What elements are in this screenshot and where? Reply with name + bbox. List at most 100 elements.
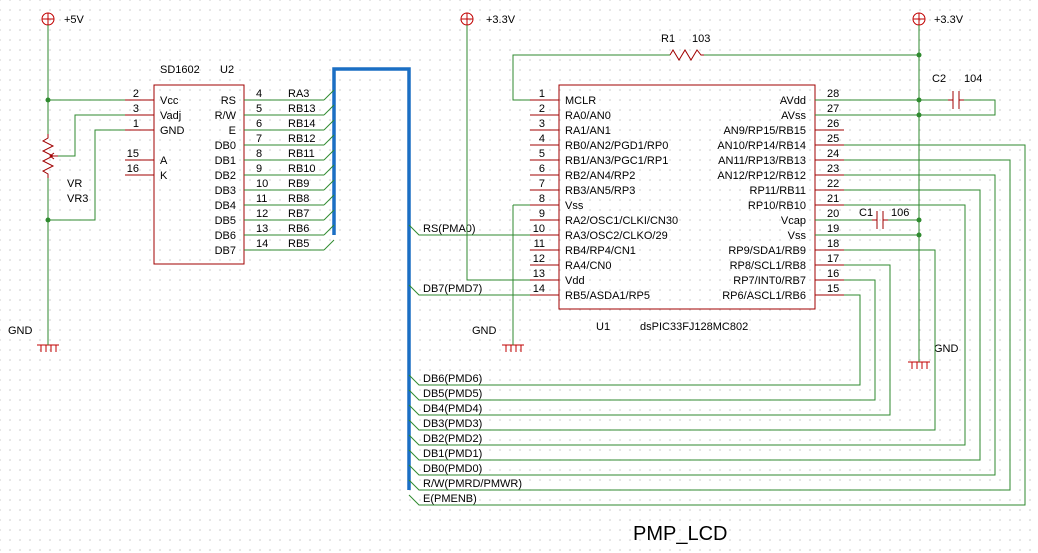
lcd-pin-number: 3 <box>133 103 139 115</box>
c1-value: 106 <box>891 207 909 219</box>
vcc-5v-symbol: +5V <box>41 12 85 32</box>
lcd-pin-number: 10 <box>256 178 268 190</box>
mcu-pin-number: 3 <box>539 118 545 130</box>
mcu-pin-number: 12 <box>533 253 545 265</box>
mcu-pin-name: MCLR <box>565 95 596 107</box>
vr-ref: VR3 <box>67 193 88 205</box>
lcd-pin-name: DB1 <box>215 155 236 167</box>
lcd-pin-number: 14 <box>256 238 268 250</box>
vcc-33v-right-symbol: +3.3V <box>912 12 964 26</box>
mcu-u1: U1 dsPIC33FJ128MC802 1MCLR2RA0/AN03RA1/A… <box>530 84 844 333</box>
mcu-pin-number: 22 <box>827 178 839 190</box>
lcd-pin-name: RS <box>221 95 236 107</box>
mcu-pin-name: RA4/CN0 <box>565 260 611 272</box>
mcu-pin-number: 20 <box>827 208 839 220</box>
lcd-pin-number: 12 <box>256 208 268 220</box>
gnd-right-symbol: GND <box>908 343 959 369</box>
bus-label-db0: DB0(PMD0) <box>423 463 482 475</box>
lcd-pin-number: 8 <box>256 148 262 160</box>
lcd-pin-name: K <box>160 170 168 182</box>
lcd-net-label: RA3 <box>288 88 309 100</box>
c2-value: 104 <box>964 73 982 85</box>
lcd-ref: U2 <box>220 64 234 76</box>
lcd-net-label: RB14 <box>288 118 316 130</box>
r1-ref: R1 <box>661 33 675 45</box>
vcc-33v-left-label: +3.3V <box>486 14 516 26</box>
lcd-pin-name: DB7 <box>215 245 236 257</box>
lcd-net-label: RB11 <box>288 148 315 160</box>
lcd-pin-number: 6 <box>256 118 262 130</box>
lcd-pin-name: GND <box>160 125 185 137</box>
lcd-net-label: RB7 <box>288 208 309 220</box>
gnd-left-label: GND <box>8 325 33 337</box>
mcu-pin-number: 23 <box>827 163 839 175</box>
mcu-pin-name: RA3/OSC2/CLKO/29 <box>565 230 668 242</box>
lcd-net-label: RB6 <box>288 223 309 235</box>
mcu-pin-name: RP10/RB10 <box>748 200 806 212</box>
mcu-pin-name: RB4/RP4/CN1 <box>565 245 636 257</box>
mcu-pin-number: 8 <box>539 193 545 205</box>
gnd-left-symbol: GND <box>8 325 59 352</box>
mcu-pin-number: 9 <box>539 208 545 220</box>
lcd-pin-number: 2 <box>133 88 139 100</box>
mcu-pin-name: RP7/INT0/RB7 <box>733 275 806 287</box>
lcd-pin-name: Vcc <box>160 95 179 107</box>
mcu-pin-name: RP11/RB11 <box>750 185 806 197</box>
mcu-pin-number: 28 <box>827 88 839 100</box>
page-title: PMP_LCD <box>633 523 727 545</box>
bus-label-wires <box>408 144 1026 506</box>
mcu-pin-name: Vss <box>565 200 584 212</box>
mcu-pin-number: 19 <box>827 223 839 235</box>
mcu-pin-name: RB5/ASDA1/RP5 <box>565 290 650 302</box>
mcu-pin-number: 7 <box>539 178 545 190</box>
lcd-net-label: RB5 <box>288 238 309 250</box>
lcd-pin-name: DB0 <box>215 140 236 152</box>
bus-label-db6: DB6(PMD6) <box>423 373 482 385</box>
lcd-bus-entries <box>323 89 335 251</box>
lcd-name: SD1602 <box>160 64 200 76</box>
lcd-pin-number: 4 <box>256 88 262 100</box>
lcd-pin-name: R/W <box>215 110 237 122</box>
vr-name: VR <box>67 178 82 190</box>
bus-label-e: E(PMENB) <box>423 493 477 505</box>
lcd-net-label: RB12 <box>288 133 316 145</box>
vcc-33v-right-label: +3.3V <box>934 14 964 26</box>
bus-label-db3: DB3(PMD3) <box>423 418 482 430</box>
bus-entry <box>323 149 335 161</box>
mcu-left-pin-group: 1MCLR2RA0/AN03RA1/AN14RB0/AN2/PGD1/RP05R… <box>530 88 678 302</box>
mcu-supply-wires <box>466 25 996 362</box>
mcu-pin-name: AN12/RP12/RB12 <box>717 170 806 182</box>
bus-entry <box>323 224 335 236</box>
bus-entry <box>323 194 335 206</box>
mcu-pin-number: 21 <box>827 193 839 205</box>
bus-label-db1: DB1(PMD1) <box>423 448 482 460</box>
gnd-mcu-label: GND <box>472 325 497 337</box>
mcu-pin-name: AN11/RP13/RB13 <box>718 155 806 167</box>
lcd-pin-name: A <box>160 155 168 167</box>
vcc-5v-label: +5V <box>64 14 85 26</box>
mcu-pin-number: 26 <box>827 118 839 130</box>
mcu-pin-number: 27 <box>827 103 839 115</box>
mcu-pin-number: 1 <box>539 88 545 100</box>
bus-entry <box>323 239 335 251</box>
mcu-pin-number: 11 <box>534 238 545 250</box>
mcu-pin-number: 24 <box>827 148 839 160</box>
mcu-pin-name: RP8/SCL1/RB8 <box>730 260 806 272</box>
mcu-pin-number: 13 <box>533 268 545 280</box>
vcc-33v-left-symbol: +3.3V <box>460 12 516 26</box>
bus-entry <box>323 89 335 101</box>
bus-label-db7: DB7(PMD7) <box>423 283 482 295</box>
lcd-supply-wires <box>45 32 125 345</box>
mcu-pin-name: AVss <box>781 110 806 122</box>
mcu-pin-name: RP6/ASCL1/RB6 <box>722 290 806 302</box>
mcu-pin-number: 17 <box>827 253 839 265</box>
bus-labels: RS(PMA0) DB7(PMD7) DB6(PMD6) DB5(PMD5) D… <box>423 223 522 505</box>
mcu-name: dsPIC33FJ128MC802 <box>640 321 748 333</box>
mcu-pin-name: RB2/AN4/RP2 <box>565 170 635 182</box>
lcd-net-label: RB9 <box>288 178 309 190</box>
mcu-right-pin-group: 28AVdd27AVss26AN9/RP15/RB1525AN10/RP14/R… <box>717 88 844 302</box>
lcd-pin-number: 7 <box>256 133 262 145</box>
mcu-pin-name: RP9/SDA1/RB9 <box>728 245 806 257</box>
mcu-pin-number: 14 <box>533 283 545 295</box>
